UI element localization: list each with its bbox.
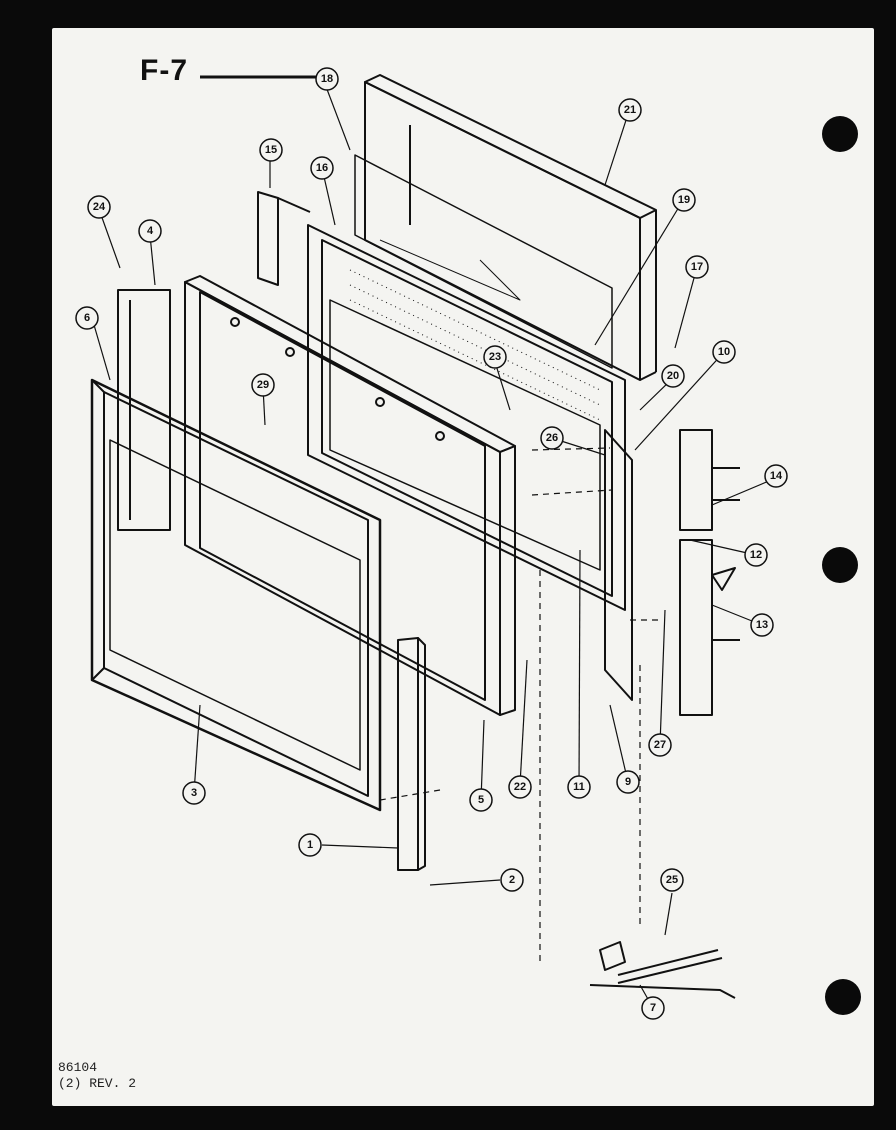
callout-circle-2	[500, 868, 524, 892]
callout-circle-13	[750, 613, 774, 637]
callout-21: 21	[624, 104, 636, 116]
callout-circle-29	[251, 373, 275, 397]
figure-title: F-7	[140, 54, 188, 87]
footer-code: 86104	[58, 1060, 98, 1075]
callout-circle-4	[138, 219, 162, 243]
callout-circle-24	[87, 195, 111, 219]
callout-circle-14	[764, 464, 788, 488]
callout-circle-26	[540, 426, 564, 450]
callout-circle-19	[672, 188, 696, 212]
part-5-inner-frame	[184, 275, 516, 716]
callout-22: 22	[514, 781, 526, 793]
callout-3: 3	[191, 787, 197, 799]
callout-6: 6	[84, 312, 90, 324]
callout-circle-17	[685, 255, 709, 279]
part-4-hinge-rail	[117, 289, 171, 531]
callout-18: 18	[321, 73, 333, 85]
callout-circle-1	[298, 833, 322, 857]
callout-24: 24	[93, 201, 106, 213]
part-21-outer-panel	[364, 74, 657, 381]
part-16-frame	[307, 224, 626, 611]
callout-29: 29	[257, 379, 269, 391]
callout-9: 9	[625, 776, 631, 788]
callout-circle-12	[744, 543, 768, 567]
callout-circle-16	[310, 156, 334, 180]
callout-circle-11	[567, 775, 591, 799]
callout-circle-7	[641, 996, 665, 1020]
binder-hole-middle	[822, 547, 858, 583]
callout-13: 13	[756, 619, 768, 631]
callout-circle-6	[75, 306, 99, 330]
callout-26: 26	[546, 432, 558, 444]
part-14-latch-plate	[679, 429, 740, 531]
callout-circle-25	[660, 868, 684, 892]
callout-17: 17	[691, 261, 703, 273]
part-18-screen	[354, 154, 613, 369]
callout-circle-22	[508, 775, 532, 799]
binder-hole-top	[822, 116, 858, 152]
callout-circle-27	[648, 733, 672, 757]
callout-14: 14	[770, 470, 783, 482]
callout-7: 7	[650, 1002, 656, 1014]
callout-25: 25	[666, 874, 678, 886]
callout-23: 23	[489, 351, 501, 363]
callout-circle-5	[469, 788, 493, 812]
callout-circles	[75, 67, 788, 1020]
callout-circle-18	[315, 67, 339, 91]
callout-19: 19	[678, 194, 690, 206]
binder-hole-bottom	[825, 979, 861, 1015]
callout-circle-3	[182, 781, 206, 805]
callout-circle-10	[712, 340, 736, 364]
callout-4: 4	[147, 225, 154, 237]
callout-circle-20	[661, 364, 685, 388]
callout-16: 16	[316, 162, 328, 174]
callout-2: 2	[509, 874, 515, 886]
part-9-latch-rail	[604, 429, 633, 701]
callout-11: 11	[573, 781, 585, 793]
callout-12: 12	[750, 549, 762, 561]
part-3-front-frame	[90, 378, 382, 812]
callout-circle-15	[259, 138, 283, 162]
part-7-lever	[589, 941, 736, 999]
callout-15: 15	[265, 144, 277, 156]
callout-10: 10	[718, 346, 730, 358]
footer-revision: (2) REV. 2	[58, 1076, 137, 1091]
callout-27: 27	[654, 739, 666, 751]
callout-circle-21	[618, 98, 642, 122]
callout-circle-23	[483, 345, 507, 369]
part-15-bracket	[257, 191, 311, 286]
callout-20: 20	[667, 370, 679, 382]
part-1-handle	[397, 637, 426, 871]
callout-5: 5	[478, 794, 484, 806]
part-13-latch-plate	[679, 539, 740, 716]
callout-1: 1	[307, 839, 313, 851]
diagram-sheet	[52, 28, 874, 1106]
callout-circle-9	[616, 770, 640, 794]
